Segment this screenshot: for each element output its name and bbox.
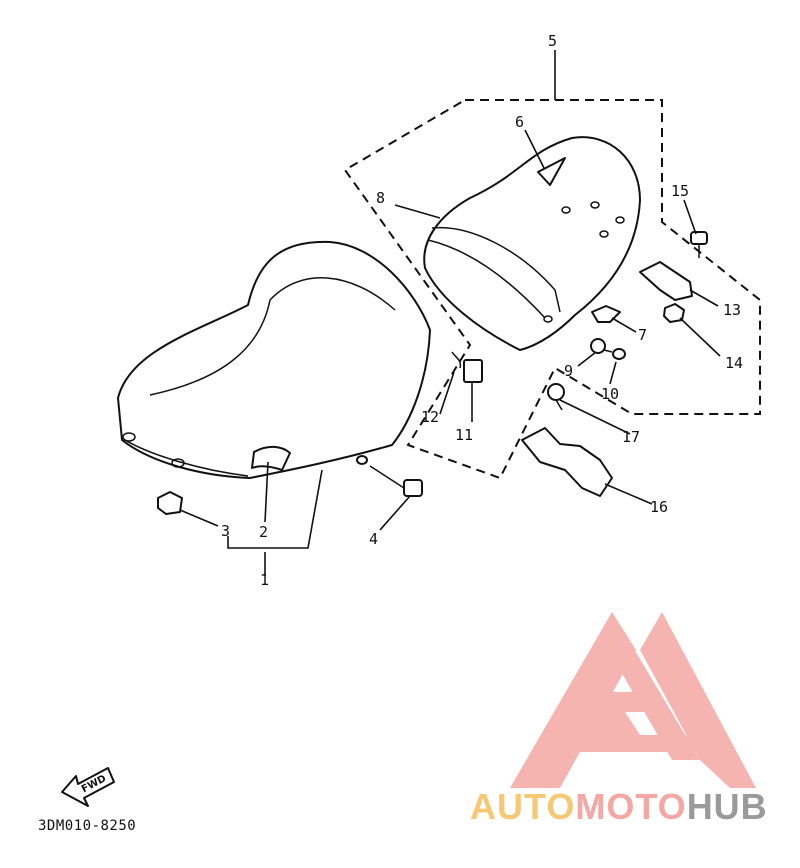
callout-3: 3 <box>221 522 230 540</box>
callout-7: 7 <box>638 326 647 344</box>
callout-6: 6 <box>515 113 524 131</box>
brand-moto: MOTO <box>575 786 687 827</box>
nut-3 <box>157 491 183 515</box>
automotohub-logo-icon <box>510 612 756 788</box>
callout-13: 13 <box>723 301 741 319</box>
callout-14: 14 <box>725 354 743 372</box>
callout-4: 4 <box>369 530 378 548</box>
main-seat <box>117 240 431 479</box>
callout-9: 9 <box>564 362 573 380</box>
callout-11: 11 <box>455 426 473 444</box>
callout-2: 2 <box>259 523 268 541</box>
leader-lines <box>179 50 721 576</box>
callout-12: 12 <box>421 408 439 426</box>
bolt-4 <box>356 455 423 497</box>
callout-8: 8 <box>376 189 385 207</box>
bolt-10 <box>603 348 626 360</box>
callout-16: 16 <box>650 498 668 516</box>
callout-17: 17 <box>622 428 640 446</box>
callout-15: 15 <box>671 182 689 200</box>
brand-auto: AUTO <box>470 786 576 827</box>
clip-12 <box>451 351 462 369</box>
part-17 <box>547 383 565 411</box>
rear-seat <box>423 136 641 351</box>
drawing-code: 3DM010-8250 <box>38 818 137 834</box>
brand-hub: HUB <box>686 786 768 827</box>
bolt-15 <box>690 231 708 258</box>
callout-1: 1 <box>260 571 269 589</box>
watermark-brand: AUTOMOTOHUB <box>470 786 768 828</box>
washer-9 <box>590 338 606 354</box>
fwd-arrow-icon: FWD <box>61 767 115 807</box>
bracket-13 <box>639 261 693 301</box>
callout-10: 10 <box>601 385 619 403</box>
bracket-16 <box>521 427 613 497</box>
part-11 <box>463 359 483 383</box>
callout-5: 5 <box>548 32 557 50</box>
